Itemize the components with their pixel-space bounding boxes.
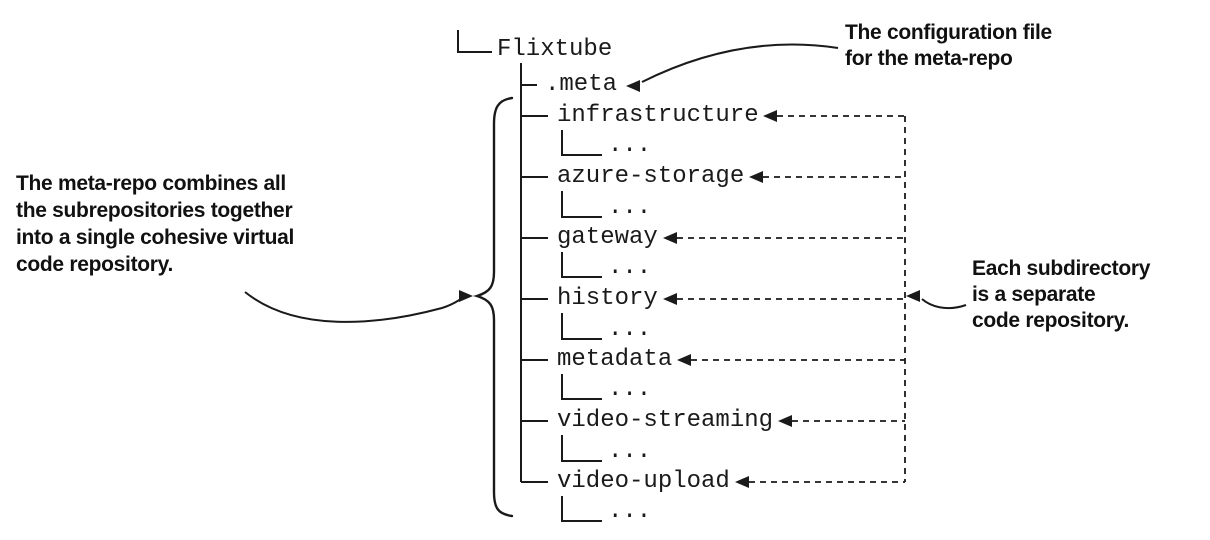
tree-directory-label: infrastructure [557, 102, 759, 129]
annotation-line: code repository. [972, 309, 1130, 332]
tree-ellipsis-label: ... [608, 254, 652, 281]
arrowhead-icon [763, 110, 777, 122]
tree-directory-label: gateway [557, 224, 658, 251]
tree-ellipsis-label: ... [608, 194, 652, 221]
annotation-line: for the meta-repo [845, 47, 1013, 70]
arrowhead-icon [749, 171, 763, 183]
tree-ellipsis-label: ... [608, 438, 652, 465]
arrowhead-icon [735, 476, 749, 488]
tree-meta-label: .meta [545, 71, 618, 98]
tree-ellipsis-label: ... [608, 316, 652, 343]
tree-directory-label: video-streaming [557, 407, 774, 434]
root-connector-line [457, 30, 492, 53]
arrowhead-icon [626, 80, 640, 92]
annotation-line: Each subdirectory [972, 257, 1151, 280]
tree-directory-label: video-upload [557, 468, 730, 495]
annotation-line: the subrepositories together [16, 199, 293, 222]
repo-dashed-links [677, 115, 906, 483]
subdirectory-link [921, 298, 967, 310]
arrowhead-icon [677, 354, 691, 366]
dashed-link-arrowheads [663, 110, 792, 488]
annotation-subdirectory: Each subdirectory is a separate code rep… [972, 256, 1150, 334]
annotation-line: is a separate [972, 283, 1096, 306]
meta-repo-arrow [244, 291, 462, 323]
annotation-line: into a single cohesive virtual [16, 226, 295, 249]
annotation-config-file: The configuration file for the meta-repo [845, 20, 1052, 72]
arrowhead-icon [663, 232, 677, 244]
arrowhead-icon [459, 290, 473, 302]
ellipsis-connector-line [561, 252, 602, 278]
tree-root-label: Flixtube [497, 36, 613, 63]
ellipsis-connector-line [561, 496, 602, 522]
arrowhead-icon [663, 293, 677, 305]
annotation-line: code repository. [16, 253, 174, 276]
tree-ellipsis-label: ... [608, 376, 652, 403]
tree-directory-label: history [557, 285, 658, 312]
arrowhead-icon [778, 415, 792, 427]
annotation-line: The meta-repo combines all [16, 172, 286, 195]
ellipsis-connector-line [561, 191, 602, 218]
arrowhead-icon [906, 290, 920, 302]
config-file-arrow [641, 43, 839, 83]
curly-brace [472, 96, 514, 518]
ellipsis-connector-line [561, 435, 602, 462]
tree-directory-label: metadata [557, 346, 673, 373]
annotation-meta-repo: The meta-repo combines all the subreposi… [16, 170, 294, 278]
tree-lines [457, 30, 602, 522]
ellipsis-connector-line [561, 374, 602, 400]
tree-directory-label: azure-storage [557, 163, 745, 190]
annotation-line: The configuration file [845, 21, 1052, 44]
tree-ellipsis-label: ... [608, 132, 652, 159]
ellipsis-connector-line [561, 313, 602, 340]
ellipsis-connector-line [561, 130, 602, 156]
tree-ellipsis-label: ... [608, 498, 652, 525]
